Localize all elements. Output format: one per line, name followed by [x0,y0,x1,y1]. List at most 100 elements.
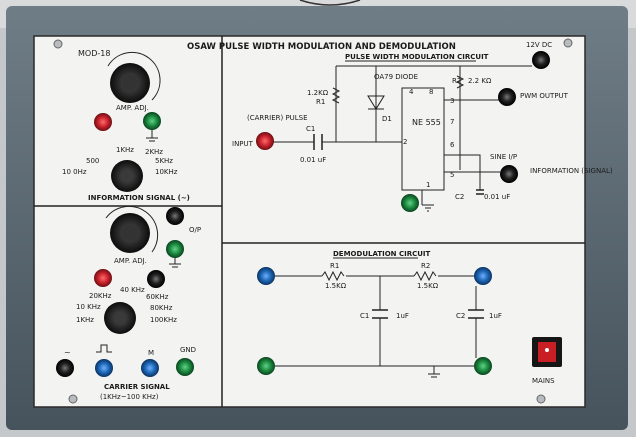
socket-green-op[interactable] [166,240,184,258]
socket-pwm-out[interactable] [498,88,516,106]
socket-black-sine[interactable] [56,359,74,377]
freq-100: 10 0Hz [62,168,87,176]
demod-r2-name: R2 [421,262,430,270]
pwm-output-label: PWM OUTPUT [520,92,569,100]
socket-demod-out[interactable] [474,267,492,285]
pin-7: 7 [450,118,454,126]
freq-knob-carrier[interactable] [104,302,136,334]
pwm-title: PULSE WIDTH MODULATION CIRCUIT [345,53,489,61]
carrier-range: (1KHz~100 KHz) [100,393,159,401]
amp-knob-info[interactable] [107,51,161,103]
input-label: INPUT [232,140,254,148]
information-label: INFORMATION (SIGNAL) [530,167,613,175]
demod-r1-symbol [321,270,345,282]
freq-10k-b: 10 KHz [76,303,101,311]
diode-symbol [367,95,385,110]
socket-green-gnd[interactable] [176,358,194,376]
freq-2k: 2KHz [145,148,163,156]
freq-500: 500 [86,157,99,165]
socket-demod-gnd-in[interactable] [257,357,275,375]
c1-value: 0.01 uF [300,156,326,164]
pin-5: 5 [450,171,454,179]
c1-symbol [313,134,323,150]
pin-8: 8 [429,88,433,96]
freq-40k: 40 KHz [120,286,145,294]
m-label: M [148,349,154,357]
ground-icon-pwm [422,204,434,212]
freq-100k: 100KHz [150,316,177,324]
c2-symbol [476,189,484,195]
demod-c2-symbol [468,309,484,319]
carrier-label: CARRIER SIGNAL [104,383,170,391]
socket-red-info[interactable] [94,113,112,131]
demod-r1-value: 1.5KΩ [325,282,347,290]
demod-r2-symbol [413,270,437,282]
screws [53,38,573,404]
sine-ip-label: SINE I/P [490,153,517,161]
demod-c1-value: 1uF [396,312,409,320]
freq-5k: 5KHz [155,157,173,165]
pin-6: 6 [450,141,455,149]
demod-r2-value: 1.5KΩ [417,282,439,290]
socket-black-op[interactable] [166,207,184,225]
socket-12v[interactable] [532,51,550,69]
demod-c1-name: C1 [360,312,369,320]
freq-knob-info[interactable] [111,160,143,192]
sine-symbol: ~ [64,348,71,357]
socket-red-carrier[interactable] [94,269,112,287]
demod-wiring [275,275,477,378]
ic-name: NE 555 [412,118,441,127]
demod-r1-name: R1 [330,262,339,270]
freq-10k: 10KHz [155,168,178,176]
socket-blue-square[interactable] [95,359,113,377]
carrier-pulse-label: (CARRIER) PULSE [247,114,308,122]
diode-label-1: OA79 DIODE [374,73,418,81]
r1-resistor-symbol [331,87,341,104]
demod-title: DEMODULATION CIRCUIT [333,250,431,258]
pin-3: 3 [450,97,454,105]
square-wave-icon [96,344,112,353]
socket-black-carrier[interactable] [147,270,165,288]
pin-2: 2 [403,138,407,146]
amp-knob-carrier[interactable] [105,205,159,253]
pin-1: 1 [426,181,430,189]
socket-demod-gnd-out[interactable] [474,357,492,375]
dc-label: 12V DC [526,41,552,49]
ne555-ic [401,87,445,191]
c2-name: C2 [455,193,464,201]
pwm-wiring [271,65,532,205]
c1-name: C1 [306,125,315,133]
c2-value: 0.01 uF [484,193,510,201]
freq-80k: 80KHz [150,304,173,312]
demod-c1-symbol [372,309,388,319]
freq-20k: 20KHz [89,292,112,300]
amp-adj-label-1: AMP. ADJ. [116,104,149,112]
d1-label: D1 [382,115,392,123]
socket-demod-in[interactable] [257,267,275,285]
socket-green-info[interactable] [143,112,161,130]
r1-name: R1 [316,98,325,106]
module-id: MOD-18 [78,49,110,58]
ground-icon [146,130,158,142]
socket-blue-m[interactable] [141,359,159,377]
demod-c2-name: C2 [456,312,465,320]
freq-60k: 60KHz [146,293,169,301]
op-label: O/P [189,226,201,234]
r1-value: 1.2KΩ [307,89,329,97]
mains-switch[interactable] [532,337,562,367]
module-title: OSAW PULSE WIDTH MODULATION AND DEMODULA… [187,42,456,52]
gnd-label: GND [180,346,196,354]
pin-4: 4 [409,88,414,96]
amp-adj-label-2: AMP. ADJ. [114,257,147,265]
r2-value: 2.2 KΩ [468,77,492,85]
mains-label: MAINS [532,377,555,385]
socket-carrier-in[interactable] [256,132,274,150]
info-signal-label: INFORMATION SIGNAL (~) [88,194,190,202]
socket-sine-in[interactable] [500,165,518,183]
demod-c2-value: 1uF [489,312,502,320]
socket-pwm-gnd[interactable] [401,194,419,212]
ground-icon-2 [169,258,181,268]
freq-1k: 1KHz [116,146,134,154]
